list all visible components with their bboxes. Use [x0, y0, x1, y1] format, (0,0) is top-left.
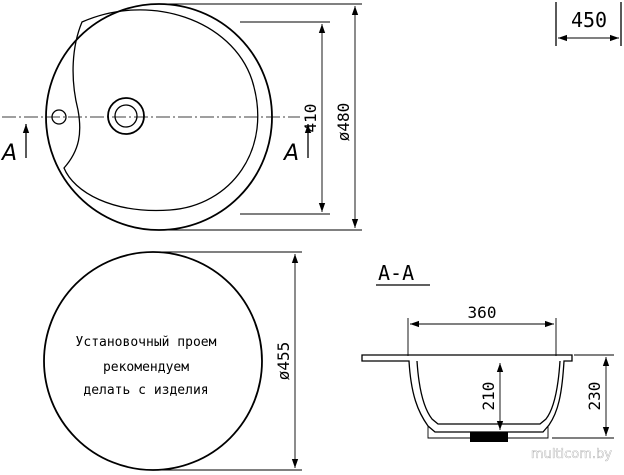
- watermark: multicom.by: [531, 447, 612, 462]
- sink-inner-wall: [416, 360, 561, 425]
- dim-410-label: 410: [301, 104, 320, 133]
- dim-455-label: ø455: [274, 342, 293, 381]
- drain-outer: [107, 97, 145, 135]
- section-letter-left: A: [0, 141, 17, 166]
- dim-480-label: ø480: [334, 103, 353, 142]
- sink-profile: [361, 354, 573, 433]
- cabinet-width-box: 450: [555, 2, 622, 46]
- dim-450-label: 450: [571, 8, 607, 32]
- dimension-480: ø480: [160, 3, 362, 231]
- section-title: A-A: [378, 261, 414, 285]
- dim-360-label: 360: [468, 303, 497, 322]
- section-letter-right: A: [282, 141, 299, 166]
- section-marker-left: A: [0, 124, 30, 166]
- bowl-edge: [63, 9, 259, 212]
- dimension-410: 410: [240, 21, 330, 215]
- cutout-note-line2: рекомендуем: [103, 360, 189, 375]
- section-view: A-A 360 210 230: [361, 261, 614, 442]
- dimension-455: ø455: [155, 251, 302, 471]
- cutout-note-line3: делать с изделия: [83, 383, 208, 398]
- drain-inner: [114, 104, 138, 128]
- dimension-210: 210: [479, 363, 504, 430]
- dim-230-label: 230: [585, 382, 604, 411]
- drain-stub: [470, 432, 508, 442]
- dimension-230: 230: [552, 354, 614, 439]
- cutout-circle: [43, 251, 263, 471]
- cutout-note-line1: Установочный проем: [76, 335, 217, 350]
- top-view: A A 410 ø480: [0, 3, 362, 231]
- cutout-view: Установочный проем рекомендуем делать с …: [43, 251, 302, 471]
- dimension-360: 360: [407, 303, 557, 356]
- dim-210-label: 210: [479, 382, 498, 411]
- section-marker-right: A: [282, 124, 312, 166]
